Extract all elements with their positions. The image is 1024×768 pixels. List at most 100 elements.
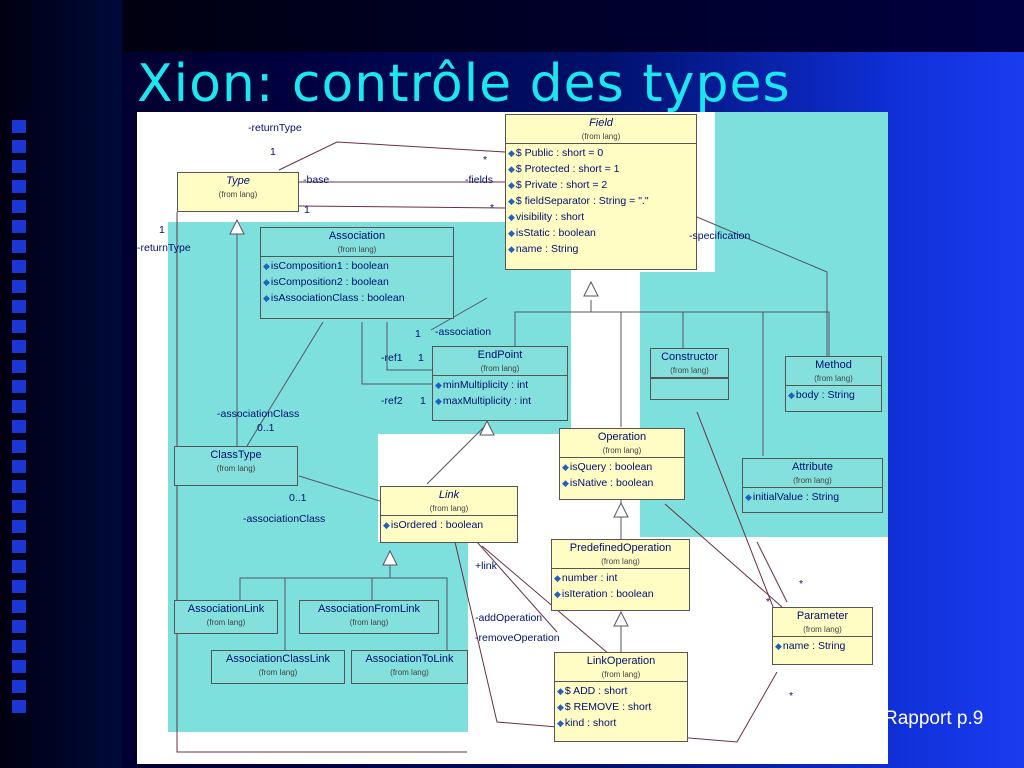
- class-package: (from lang): [793, 476, 832, 485]
- class-name: ClassType: [210, 449, 262, 461]
- multiplicity-label: *: [766, 596, 771, 608]
- role-label: -associationClass: [243, 513, 326, 525]
- role-label: -base: [303, 174, 330, 186]
- class-association[interactable]: Association (from lang) isComposition1 : …: [260, 227, 454, 319]
- cyan-zone-upper-right: [715, 112, 888, 274]
- class-linkoperation[interactable]: LinkOperation(from lang) $ ADD : short $…: [554, 652, 688, 742]
- uml-diagram: Field (from lang) $ Public : short = 0 $ …: [137, 112, 888, 764]
- role-label: +link: [475, 560, 497, 572]
- class-type[interactable]: Type (from lang): [177, 172, 299, 212]
- class-constructor[interactable]: Constructor (from lang): [650, 348, 729, 400]
- class-associationclasslink[interactable]: AssociationClassLink (from lang): [211, 650, 345, 684]
- class-name: Type: [226, 175, 250, 187]
- cyan-zone-bottom: [168, 542, 468, 732]
- decorative-squares: [6, 120, 32, 720]
- class-attribute: number : int: [554, 570, 687, 586]
- class-name: Operation: [597, 431, 647, 443]
- class-package: (from lang): [218, 190, 258, 199]
- class-name: Attribute: [792, 461, 833, 473]
- class-package: (from lang): [601, 670, 641, 679]
- multiplicity-label: 1: [415, 328, 421, 340]
- class-name: AssociationFromLink: [317, 603, 421, 615]
- class-attribute: $ ADD : short: [557, 683, 685, 699]
- class-package: (from lang): [814, 374, 853, 383]
- class-package: (from lang): [390, 668, 429, 677]
- class-field[interactable]: Field(from lang) $ Public : short = 0 $ …: [505, 114, 697, 270]
- class-name: Parameter: [796, 610, 849, 622]
- class-attribute: visibility : short: [508, 209, 694, 225]
- role-label: -ref2: [381, 395, 403, 407]
- top-band: [122, 0, 1024, 52]
- class-package: (from lang): [803, 625, 842, 634]
- multiplicity-label: 1: [304, 204, 310, 216]
- slide-footer: Rapport p.9: [884, 708, 984, 729]
- multiplicity-label: *: [483, 154, 488, 166]
- class-attribute: isComposition2 : boolean: [263, 274, 451, 290]
- class-package: (from lang): [337, 245, 377, 254]
- class-attribute: isStatic : boolean: [508, 225, 694, 241]
- class-name: Method: [815, 359, 852, 371]
- class-name: AssociationClassLink: [226, 653, 330, 665]
- class-attribute: $ REMOVE : short: [557, 699, 685, 715]
- class-attribute: initialValue : String: [745, 489, 880, 505]
- class-package: (from lang): [670, 366, 709, 375]
- class-endpoint[interactable]: EndPoint (from lang) minMultiplicity : in…: [432, 346, 568, 421]
- class-attribute: body : String: [788, 387, 879, 403]
- class-attribute: isAssociationClass : boolean: [263, 290, 451, 306]
- role-label: -association: [435, 326, 492, 338]
- class-attribute: name : String: [508, 241, 694, 257]
- multiplicity-label: 1: [420, 395, 426, 407]
- slide-title: Xion: contrôle des types: [137, 54, 791, 114]
- class-attribute: isIteration : boolean: [554, 586, 687, 602]
- class-attribute: $ Public : short = 0: [508, 145, 694, 161]
- class-package: (from lang): [601, 557, 640, 566]
- class-operation[interactable]: Operation(from lang) isQuery : boolean i…: [559, 428, 685, 500]
- multiplicity-label: 1: [418, 352, 424, 364]
- class-name: Constructor: [661, 351, 718, 363]
- multiplicity-label: 1: [159, 224, 165, 236]
- role-label: -addOperation: [475, 612, 543, 624]
- class-package: (from lang): [216, 464, 256, 473]
- class-name: Field: [589, 117, 613, 129]
- role-label: -ref1: [381, 352, 403, 364]
- class-link[interactable]: Link (from lang) isOrdered : boolean: [380, 486, 518, 543]
- class-package: (from lang): [206, 618, 246, 627]
- class-package: (from lang): [258, 668, 298, 677]
- class-attribute: isOrdered : boolean: [383, 517, 515, 533]
- class-name: AssociationToLink: [365, 653, 454, 665]
- multiplicity-label: 0..1: [257, 422, 275, 434]
- role-label: -removeOperation: [475, 632, 560, 644]
- class-package: (from lang): [429, 504, 469, 513]
- class-attribute: $ Private : short = 2: [508, 177, 694, 193]
- class-attribute: kind : short: [557, 715, 685, 731]
- class-name: Link: [438, 489, 460, 501]
- class-predefinedoperation[interactable]: PredefinedOperation (from lang) number : …: [551, 539, 690, 611]
- class-attribute: isNative : boolean: [562, 475, 682, 491]
- class-method[interactable]: Method (from lang) body : String: [785, 356, 882, 412]
- class-name: PredefinedOperation: [569, 542, 672, 554]
- class-name: AssociationLink: [187, 603, 265, 615]
- class-associationfromlink[interactable]: AssociationFromLink (from lang): [299, 600, 439, 634]
- class-parameter[interactable]: Parameter(from lang) name : String: [772, 607, 873, 665]
- class-package: (from lang): [480, 364, 520, 373]
- multiplicity-label: *: [789, 690, 794, 702]
- class-associationtolink[interactable]: AssociationToLink (from lang): [351, 650, 468, 684]
- class-associationlink[interactable]: AssociationLink (from lang): [174, 600, 278, 634]
- role-label: -returnType: [137, 242, 191, 254]
- class-name: EndPoint: [477, 349, 523, 361]
- multiplicity-label: *: [799, 578, 804, 590]
- class-attribute: $ fieldSeparator : String = ".": [508, 193, 694, 209]
- role-label: -specification: [689, 230, 751, 242]
- role-label: -returnType: [248, 122, 302, 134]
- multiplicity-label: 0..1: [289, 492, 307, 504]
- class-attribute[interactable]: Attribute (from lang) initialValue : Stri…: [742, 458, 883, 513]
- class-attribute: isComposition1 : boolean: [263, 258, 451, 274]
- class-attribute: $ Protected : short = 1: [508, 161, 694, 177]
- class-attribute: minMultiplicity : int: [435, 377, 565, 393]
- class-package: (from lang): [349, 618, 389, 627]
- role-label: -fields: [465, 174, 494, 186]
- role-label: -associationClass: [217, 408, 300, 420]
- multiplicity-label: *: [490, 202, 495, 214]
- class-classtype[interactable]: ClassType (from lang): [174, 446, 298, 486]
- class-name: Association: [328, 230, 386, 242]
